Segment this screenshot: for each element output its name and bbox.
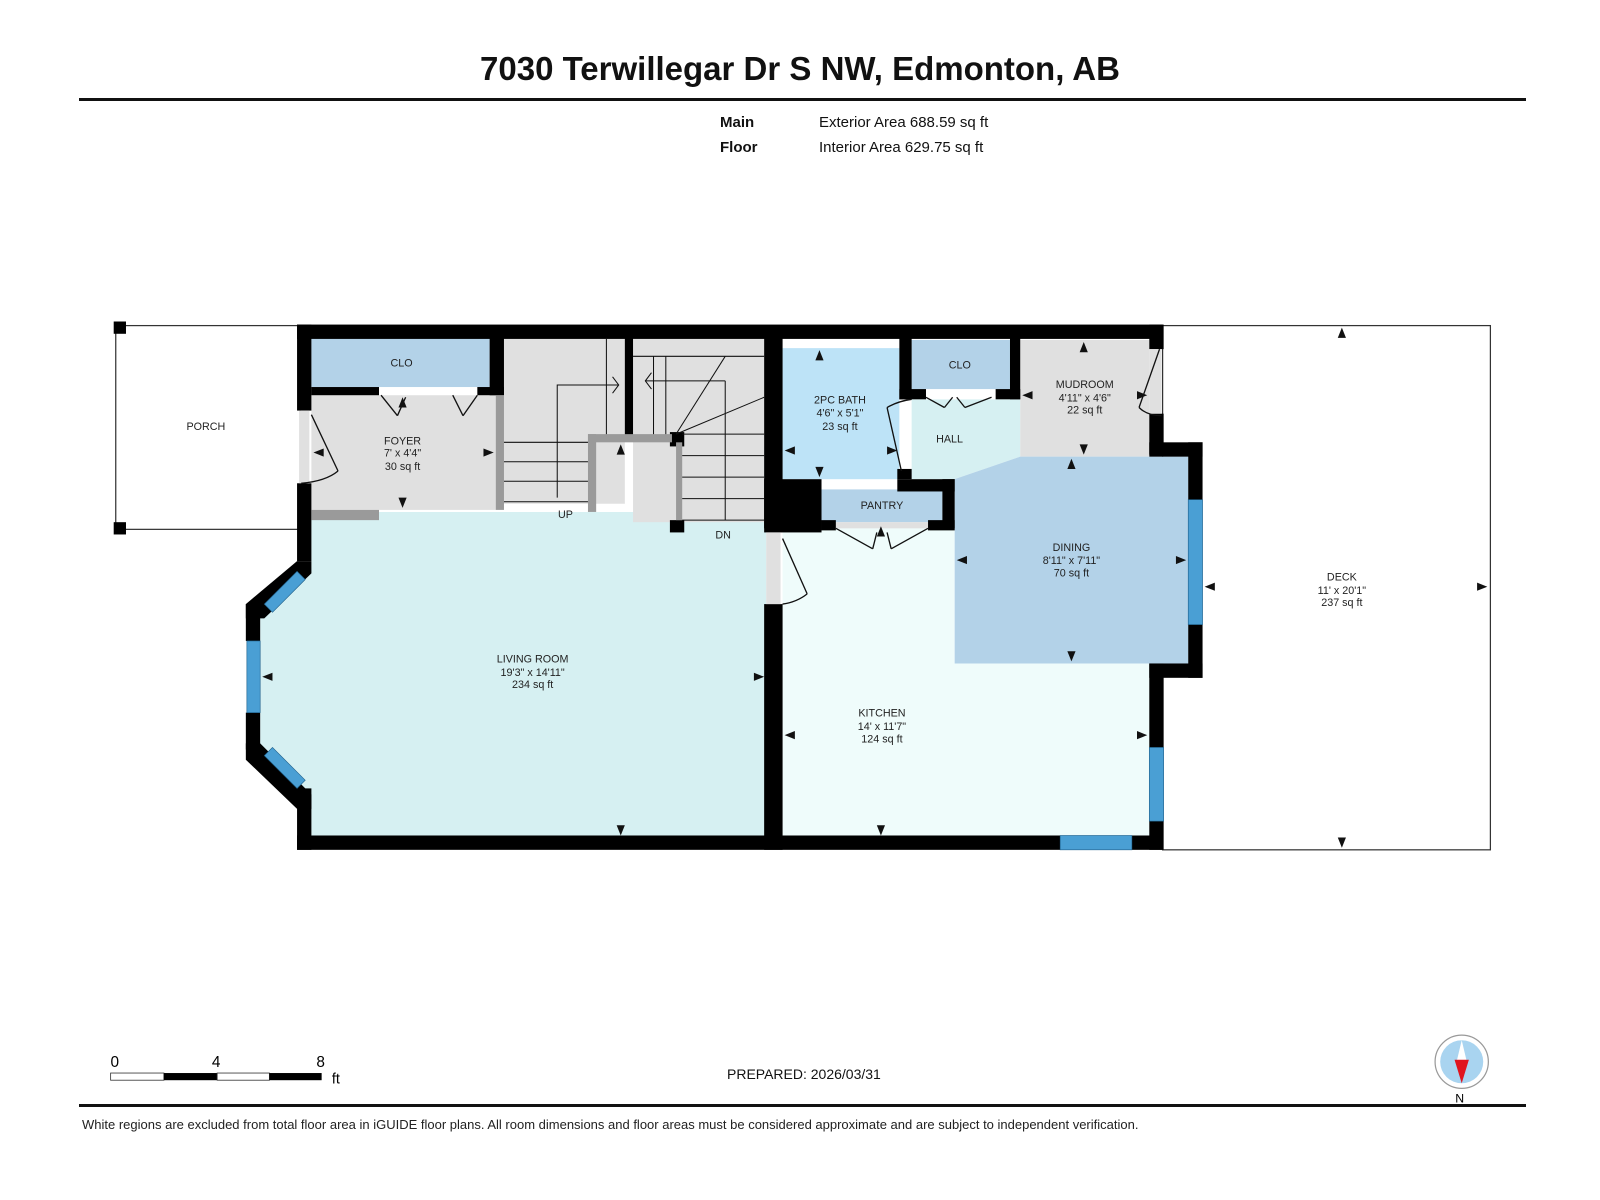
scale-tick-8: 8 xyxy=(316,1054,325,1071)
porch xyxy=(113,321,301,535)
walls xyxy=(245,324,1203,850)
scale-tick-0: 0 xyxy=(110,1054,119,1071)
deck-label: DECK xyxy=(1327,572,1358,584)
kitchen-label: KITCHEN xyxy=(858,708,905,720)
floor-name: Main Floor xyxy=(720,114,758,156)
dining-floor xyxy=(954,456,1189,664)
mudroom-label: MUDROOM xyxy=(1056,379,1114,391)
prepared-date: PREPARED: 2026/03/31 xyxy=(727,1066,881,1082)
closet-foyer-label: CLO xyxy=(390,358,412,370)
windows xyxy=(246,499,1203,851)
doors xyxy=(299,348,1162,605)
stair-down-area xyxy=(633,337,765,523)
living-room-dims: 19'3" x 14'11" xyxy=(501,667,565,679)
living-room-label: LIVING ROOM xyxy=(497,653,569,665)
porch-label: PORCH xyxy=(186,421,225,433)
bath-area: 23 sq ft xyxy=(822,421,857,433)
scale-unit: ft xyxy=(332,1071,340,1087)
living-room-area: 234 sq ft xyxy=(512,679,553,691)
dining-dims: 8'11" x 7'11" xyxy=(1043,555,1101,567)
mudroom-dims: 4'11" x 4'6" xyxy=(1059,392,1111,404)
mudroom-floor xyxy=(1020,339,1150,457)
interior-area: Interior Area 629.75 sq ft xyxy=(819,139,984,156)
closet-foyer xyxy=(311,337,490,388)
compass-icon: N xyxy=(1434,1034,1489,1106)
closet-hall-label: CLO xyxy=(949,360,971,372)
page-title: 7030 Terwillegar Dr S NW, Edmonton, AB xyxy=(480,50,1120,87)
footer-divider xyxy=(79,1104,1526,1107)
living-room-floor xyxy=(260,446,767,838)
dimension-arrows xyxy=(262,327,1488,848)
foyer-label: FOYER xyxy=(384,435,421,447)
dining-area: 70 sq ft xyxy=(1054,567,1089,579)
deck-area: 237 sq ft xyxy=(1321,597,1362,609)
foyer-floor xyxy=(311,395,496,510)
deck xyxy=(1161,324,1492,851)
railings xyxy=(311,395,683,521)
foyer-area: 30 sq ft xyxy=(385,461,420,473)
deck-dims: 11' x 20'1" xyxy=(1318,585,1367,597)
foyer-dims: 7' x 4'4" xyxy=(384,448,421,460)
pantry xyxy=(821,489,943,523)
stairs-down-label: DN xyxy=(715,530,731,542)
scale-bar: 0 4 8 ft xyxy=(110,1054,340,1087)
scale-tick-4: 4 xyxy=(212,1054,221,1071)
bath-label: 2PC BATH xyxy=(814,394,866,406)
closet-hall xyxy=(911,339,1010,390)
staircase xyxy=(503,337,765,521)
hall-label: HALL xyxy=(936,433,963,445)
bath-floor xyxy=(782,348,900,480)
kitchen-floor xyxy=(782,524,1152,838)
disclaimer: White regions are excluded from total fl… xyxy=(82,1117,1139,1132)
header-divider xyxy=(79,98,1526,101)
kitchen-dims: 14' x 11'7" xyxy=(858,721,907,733)
mudroom-area: 22 sq ft xyxy=(1067,405,1102,417)
stair-up-area xyxy=(503,337,625,504)
stairs-up-label: UP xyxy=(558,509,573,521)
compass-north-label: N xyxy=(1455,1092,1464,1106)
pantry-label: PANTRY xyxy=(861,500,904,512)
dining-label: DINING xyxy=(1053,542,1091,554)
exterior-area: Exterior Area 688.59 sq ft xyxy=(819,114,989,131)
kitchen-area: 124 sq ft xyxy=(861,733,902,745)
bath-dims: 4'6" x 5'1" xyxy=(816,408,863,420)
hall-floor xyxy=(911,399,1021,480)
